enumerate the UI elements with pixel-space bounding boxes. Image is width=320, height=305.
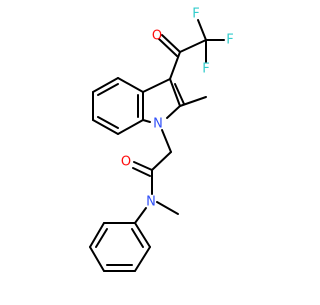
bond-inner — [174, 83, 185, 105]
fluorine-label: F — [192, 7, 199, 22]
bond — [179, 96, 207, 107]
bond — [134, 222, 151, 248]
nitrogen-label: N — [146, 195, 156, 210]
bond — [92, 119, 119, 135]
molecule-structure: F F F O N O N — [89, 7, 234, 272]
nitrogen-label: N — [153, 117, 163, 132]
bond-inner — [97, 83, 119, 96]
bond — [133, 161, 153, 171]
bond — [142, 78, 171, 93]
bond — [89, 222, 105, 248]
bond — [197, 19, 207, 41]
structure-canvas: F F F O N O N — [89, 7, 234, 272]
bond-lines — [89, 19, 225, 272]
oxygen-label: O — [152, 29, 162, 44]
bond — [134, 207, 147, 224]
bond — [166, 105, 181, 119]
bond — [179, 39, 207, 53]
bond-inner — [131, 228, 144, 248]
bond — [161, 34, 181, 53]
bond — [117, 77, 144, 93]
bond — [89, 246, 105, 272]
bond-inner — [95, 228, 108, 248]
bond — [156, 201, 179, 215]
bond — [134, 246, 151, 272]
fluorine-label: F — [226, 33, 233, 48]
bond — [169, 51, 181, 80]
bond — [151, 151, 172, 171]
fluorine-label: F — [202, 62, 209, 77]
bond — [169, 78, 181, 107]
bond — [92, 77, 119, 93]
bond — [132, 167, 151, 177]
atom-labels: F F F O N O N — [121, 7, 234, 210]
bond — [117, 119, 144, 135]
bond — [158, 38, 178, 57]
bond — [142, 119, 151, 123]
oxygen-label: O — [121, 155, 131, 170]
bond — [161, 129, 172, 153]
bond-inner — [97, 116, 119, 129]
